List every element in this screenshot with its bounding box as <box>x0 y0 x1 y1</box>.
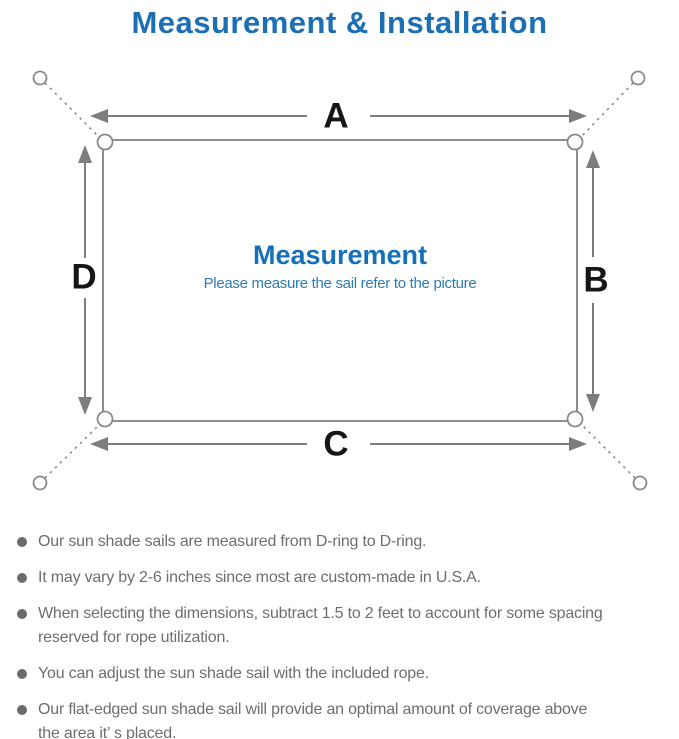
sail-measurement-diagram: A B C D <box>32 70 648 491</box>
arrowhead-c-left-icon <box>90 437 108 451</box>
notes-list: Our sun shade sails are measured from D-… <box>12 530 672 739</box>
d-ring-bottom-right <box>566 410 584 428</box>
d-ring-bottom-left <box>96 410 114 428</box>
page-title: Measurement & Installation <box>131 5 548 40</box>
bullet-dot-icon <box>17 573 27 583</box>
dimension-label-d: D <box>71 258 96 297</box>
bullet-text: Our flat-edged sun shade sail will provi… <box>38 701 588 739</box>
list-item: Our sun shade sails are measured from D-… <box>12 530 672 554</box>
d-ring-top-right <box>566 133 584 151</box>
anchor-ring-bottom-right <box>632 475 648 491</box>
arrowhead-c-right-icon <box>569 437 587 451</box>
list-item: You can adjust the sun shade sail with t… <box>12 662 672 686</box>
bullet-text: You can adjust the sun shade sail with t… <box>38 665 429 682</box>
bullet-dot-icon <box>17 669 27 679</box>
bullet-text: When selecting the dimensions, subtract … <box>38 605 603 646</box>
bullet-text: It may vary by 2-6 inches since most are… <box>38 569 481 586</box>
anchor-ring-top-left <box>32 70 48 86</box>
dimension-label-b: B <box>583 261 608 300</box>
anchor-ring-bottom-left <box>32 475 48 491</box>
arrowhead-b-down-icon <box>586 394 600 412</box>
rope-line-top-left <box>44 82 99 137</box>
dimension-label-a: A <box>323 97 348 136</box>
dimension-label-c: C <box>323 425 348 464</box>
arrowhead-b-up-icon <box>586 150 600 168</box>
anchor-ring-top-right <box>630 70 646 86</box>
sail-outline <box>102 139 578 422</box>
list-item: It may vary by 2-6 inches since most are… <box>12 566 672 590</box>
arrowhead-a-left-icon <box>90 109 108 123</box>
bullet-text: Our sun shade sails are measured from D-… <box>38 533 427 550</box>
bullet-dot-icon <box>17 609 27 619</box>
d-ring-top-left <box>96 133 114 151</box>
rope-line-top-right <box>581 82 634 137</box>
bullet-dot-icon <box>17 705 27 715</box>
rope-line-bottom-left <box>44 425 99 479</box>
rope-line-bottom-right <box>582 425 636 479</box>
arrowhead-d-up-icon <box>78 145 92 163</box>
arrowhead-d-down-icon <box>78 397 92 415</box>
list-item: Our flat-edged sun shade sail will provi… <box>12 698 672 739</box>
bullet-dot-icon <box>17 537 27 547</box>
list-item: When selecting the dimensions, subtract … <box>12 602 672 650</box>
arrowhead-a-right-icon <box>569 109 587 123</box>
